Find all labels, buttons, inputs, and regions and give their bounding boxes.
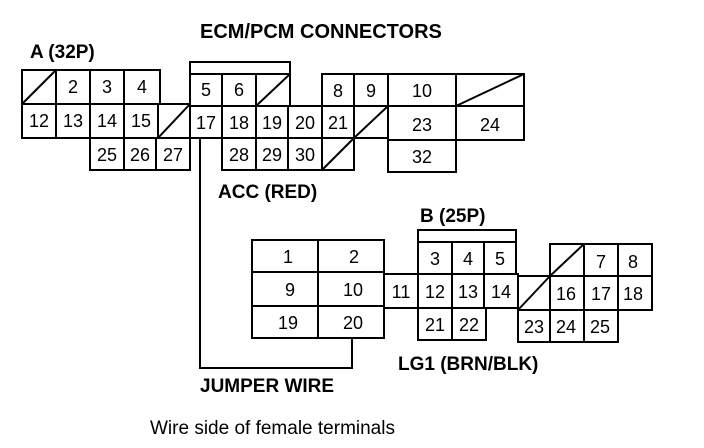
connector-b-cell-22 — [451, 307, 487, 341]
terminal-number: 12 — [29, 111, 49, 131]
terminal-number: 32 — [412, 147, 432, 167]
terminal-number: 25 — [590, 317, 610, 337]
terminal-number: 1 — [283, 247, 293, 267]
diagram-title: ECM/PCM CONNECTORS — [200, 21, 442, 43]
connector-b-cell-3 — [417, 241, 453, 275]
terminal-number: 30 — [295, 145, 315, 165]
connector-b-cell-10 — [317, 271, 385, 307]
connector-b-cell-7 — [583, 243, 619, 277]
unused-terminal-slash — [517, 275, 551, 311]
terminal-number: 20 — [343, 313, 363, 333]
terminal-number: 10 — [343, 280, 363, 300]
terminal-number: 22 — [459, 315, 479, 335]
terminal-number: 10 — [412, 81, 432, 101]
jumper-wire — [199, 138, 353, 369]
connector-a-label: A (32P) — [30, 42, 95, 63]
connector-a-cell-27 — [155, 137, 191, 171]
connector-b-cell-18 — [617, 275, 653, 311]
terminal-number: 8 — [333, 81, 343, 101]
terminal-number: 16 — [556, 284, 576, 304]
terminal-number: 18 — [229, 113, 249, 133]
terminal-number: 21 — [328, 113, 348, 133]
terminal-number: 7 — [596, 252, 606, 272]
unused-terminal-slash — [255, 73, 291, 107]
terminal-number: 21 — [425, 315, 445, 335]
connector-b-cell-23 — [517, 309, 551, 343]
terminal-number: 17 — [196, 113, 216, 133]
acc-label: ACC (RED) — [218, 182, 317, 203]
unused-terminal-slash — [353, 105, 389, 139]
jumper-wire-label: JUMPER WIRE — [200, 376, 334, 397]
terminal-number: 24 — [480, 115, 500, 135]
terminal-number: 19 — [278, 313, 298, 333]
connector-b-label: B (25P) — [420, 206, 485, 227]
connector-a-cell-15 — [123, 103, 159, 139]
connector-b: 1 2 9 10 19 20 11 3 4 5 12 13 14 21 22 — [251, 229, 653, 343]
terminal-number: 5 — [201, 80, 211, 100]
unused-terminal-slash — [549, 243, 585, 277]
terminal-number: 2 — [68, 77, 78, 97]
connector-a-cell-26 — [123, 137, 157, 171]
connector-a-cell-28 — [221, 137, 257, 171]
unused-terminal-slash — [157, 103, 191, 139]
terminal-number: 23 — [524, 317, 544, 337]
connector-b-cell-20 — [317, 305, 385, 339]
connector-a-cell-14 — [89, 103, 125, 139]
terminal-number: 9 — [285, 280, 295, 300]
terminal-number: 3 — [102, 77, 112, 97]
terminal-number: 11 — [392, 282, 411, 302]
terminal-number: 17 — [591, 284, 611, 304]
terminal-number: 27 — [163, 145, 183, 165]
connector-a-cell-12 — [21, 103, 57, 139]
terminal-number: 13 — [63, 111, 83, 131]
connector-b-cell-14 — [483, 273, 519, 309]
connector-a-cell-19 — [255, 105, 289, 139]
connector-a: 2 3 4 5 6 8 9 10 12 13 14 15 17 18 — [21, 61, 525, 173]
connector-b-cell-25 — [583, 309, 619, 343]
terminal-number: 25 — [97, 145, 117, 165]
connector-a-cell-30 — [287, 137, 323, 171]
terminal-number: 9 — [366, 81, 376, 101]
connector-lock-tab — [417, 229, 517, 242]
terminal-number: 14 — [491, 282, 511, 302]
terminal-number: 5 — [495, 249, 505, 269]
terminal-number: 26 — [130, 145, 150, 165]
terminal-number: 29 — [262, 145, 282, 165]
unused-terminal-slash — [455, 73, 525, 107]
terminal-number: 8 — [628, 252, 638, 272]
lg1-label: LG1 (BRN/BLK) — [398, 354, 538, 375]
unused-terminal-slash — [321, 137, 355, 171]
terminal-number: 4 — [463, 249, 473, 269]
connector-a-cell-29 — [255, 137, 289, 171]
caption: Wire side of female terminals — [150, 418, 395, 439]
terminal-number: 20 — [295, 113, 315, 133]
terminal-number: 14 — [97, 111, 117, 131]
terminal-number: 4 — [137, 77, 147, 97]
connector-a-cell-13 — [55, 103, 91, 139]
terminal-number: 2 — [349, 247, 359, 267]
connector-a-cell-24 — [455, 105, 525, 141]
terminal-number: 3 — [430, 249, 440, 269]
terminal-number: 28 — [229, 145, 249, 165]
terminal-number: 23 — [412, 115, 432, 135]
terminal-number: 18 — [623, 284, 643, 304]
unused-terminal-slash — [21, 69, 57, 105]
connector-b-cell-5 — [483, 241, 517, 275]
terminal-number: 12 — [425, 282, 445, 302]
connector-a-cell-32 — [387, 139, 457, 173]
terminal-number: 24 — [556, 317, 576, 337]
terminal-number: 13 — [458, 282, 478, 302]
terminal-number: 15 — [131, 111, 151, 131]
terminal-number: 6 — [234, 80, 244, 100]
terminal-number: 19 — [262, 113, 282, 133]
connector-lock-tab — [189, 61, 291, 74]
